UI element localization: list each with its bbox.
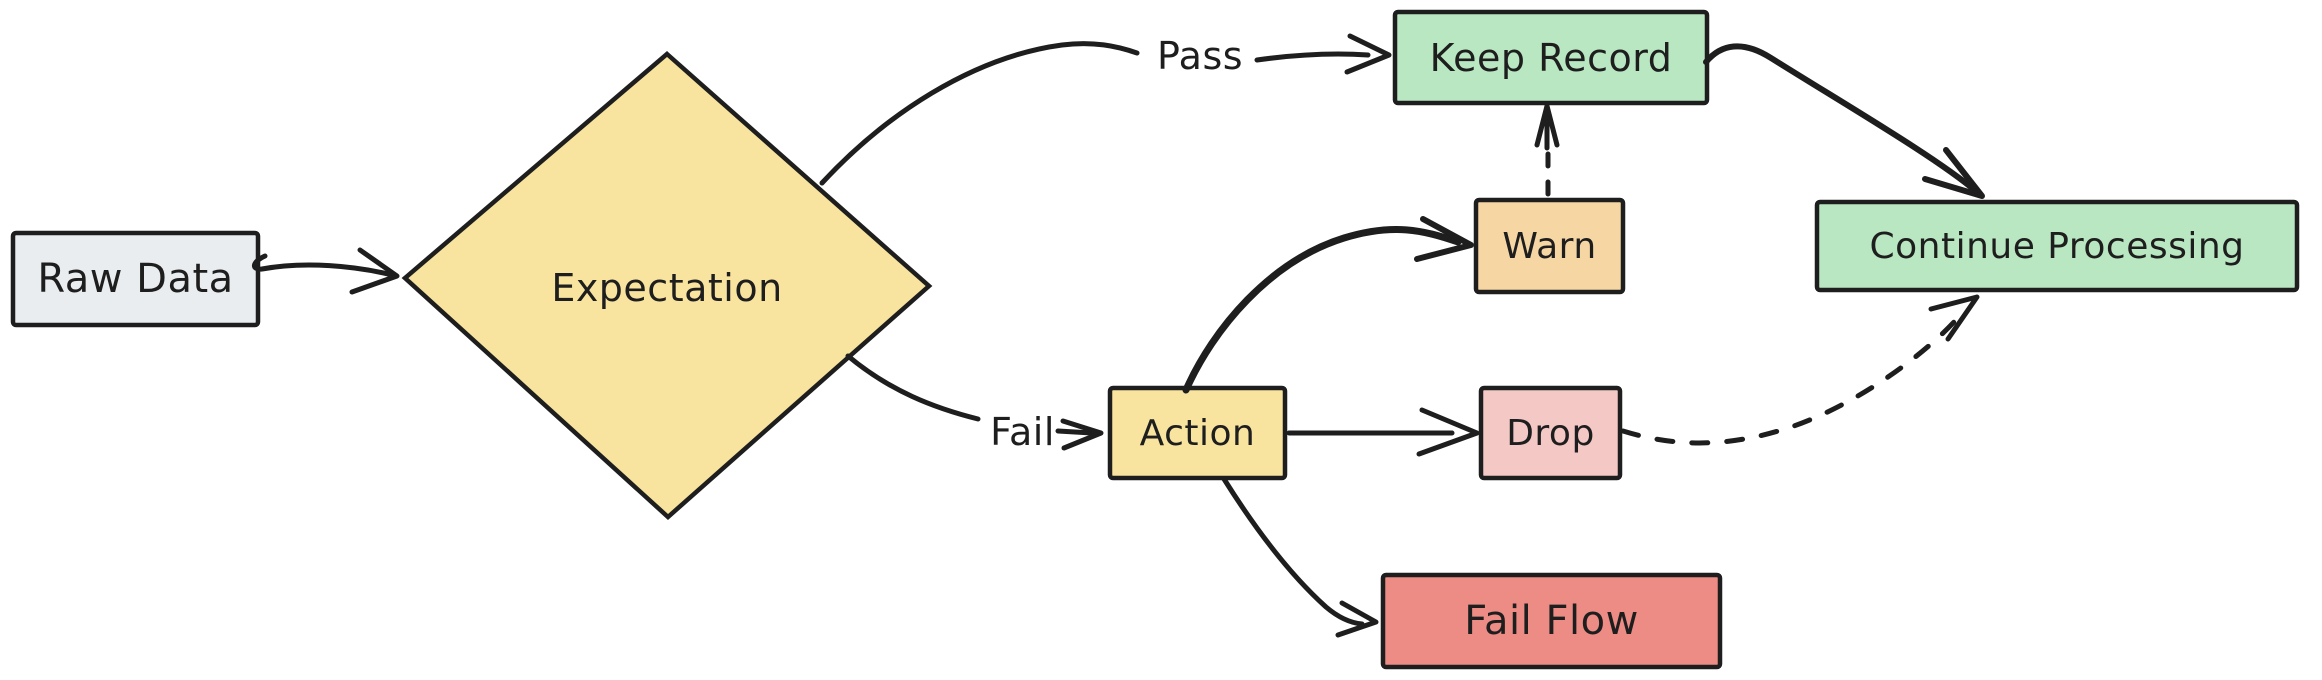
- continue-processing-node-label: Continue Processing: [1869, 225, 2245, 267]
- raw-data-node-label: Raw Data: [37, 256, 234, 302]
- drop-node-label: Drop: [1506, 412, 1595, 454]
- edge-keeprecord-to-continue: [1703, 43, 1980, 195]
- drop-node-shape: [1478, 385, 1623, 481]
- expectation-decision-diamond: [401, 51, 933, 521]
- edge-action-to-warn: [1182, 226, 1462, 394]
- pass-edge-label: Pass: [1156, 34, 1244, 78]
- edge-pass-to-keeprecord: [1254, 51, 1371, 63]
- edge-drop-to-continue-dashed: [1620, 310, 1965, 446]
- raw-data-node-shape: [10, 230, 261, 328]
- fail-flow-node-label: Fail Flow: [1464, 598, 1639, 644]
- edge-expectation-fail-line: [845, 353, 981, 422]
- arrowhead-into-expectation: [349, 247, 400, 295]
- warn-node-label: Warn: [1502, 225, 1597, 267]
- action-node-label: Action: [1139, 412, 1256, 454]
- arrowhead-into-action: [1060, 418, 1104, 451]
- keep-record-node-label: Keep Record: [1429, 35, 1673, 80]
- warn-node-shape: [1473, 197, 1626, 295]
- fail-edge-label: Fail: [990, 410, 1055, 454]
- edge-expectation-pass-curve: [819, 41, 1140, 186]
- edge-action-to-failflow: [1221, 476, 1365, 627]
- continue-processing-node-shape: [1814, 199, 2300, 293]
- arrowhead-into-drop: [1416, 407, 1480, 457]
- edge-rawdata-to-expectation: [252, 253, 395, 278]
- arrowhead-into-warn: [1414, 216, 1474, 262]
- arrowhead-into-failflow: [1335, 600, 1379, 638]
- arrowhead-into-keeprecord: [1344, 33, 1392, 75]
- action-node-shape: [1107, 385, 1288, 481]
- edge-fail-to-action-shaft: [1055, 428, 1095, 436]
- arrowhead-into-continue-top: [1922, 147, 1985, 199]
- expectation-node-label: Expectation: [551, 266, 783, 310]
- arrowhead-into-continue-bottom: [1928, 294, 1980, 342]
- arrowhead-into-keeprecord-bottom: [1534, 103, 1560, 148]
- fail-flow-node-shape: [1380, 572, 1723, 670]
